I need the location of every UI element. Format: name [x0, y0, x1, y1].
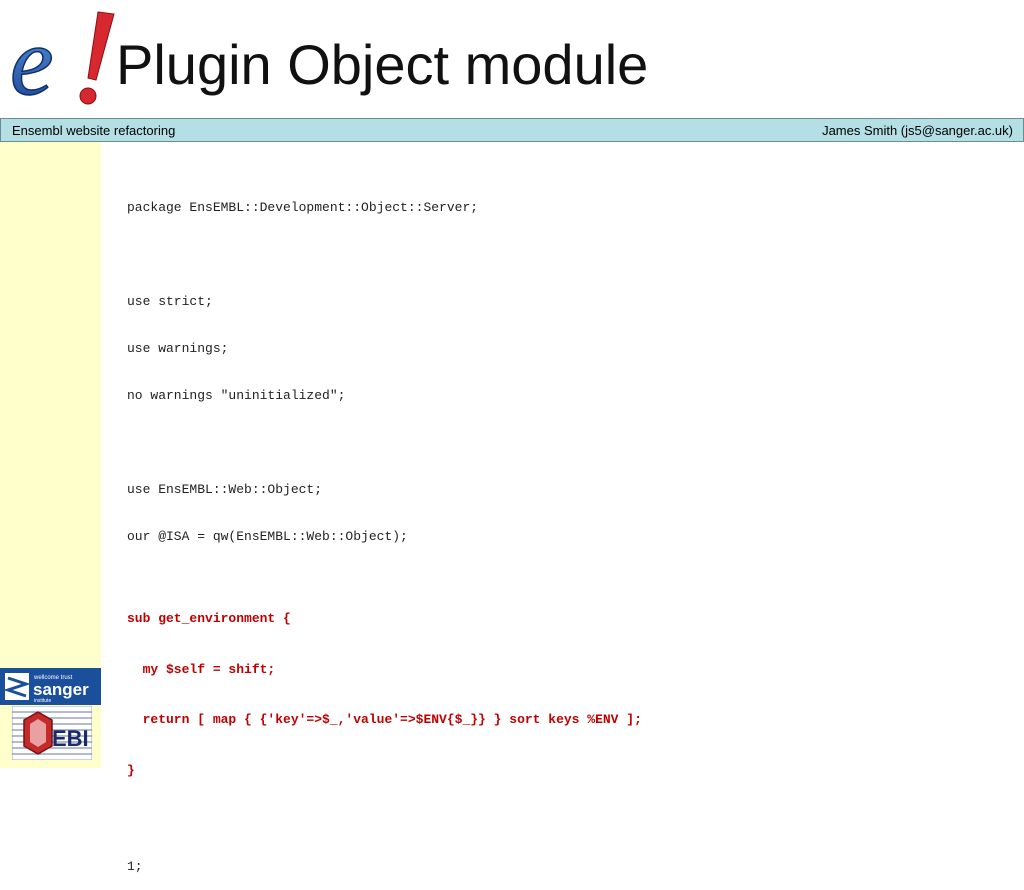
band-left-text: Ensembl website refactoring — [12, 123, 176, 138]
code-line: 1; — [127, 859, 143, 874]
sidebar — [0, 142, 101, 768]
svg-text:sanger: sanger — [33, 680, 89, 699]
code-line: our @ISA = qw(EnsEMBL::Web::Object); — [127, 529, 408, 544]
sanger-logo-icon: wellcome trust sanger institute — [0, 668, 101, 705]
code-block: package EnsEMBL::Development::Object::Se… — [127, 169, 642, 890]
ensembl-logo-icon: e — [10, 8, 115, 112]
code-line: use strict; — [127, 294, 213, 309]
code-line — [127, 811, 642, 828]
code-line: no warnings "uninitialized"; — [127, 388, 346, 403]
svg-text:EBI: EBI — [52, 726, 89, 751]
code-line: package EnsEMBL::Development::Object::Se… — [127, 200, 479, 215]
slide-title: Plugin Object module — [116, 33, 649, 96]
code-line — [127, 246, 642, 263]
ebi-logo-icon: EBI — [12, 706, 92, 760]
code-line — [127, 434, 642, 451]
code-line: use warnings; — [127, 341, 229, 356]
code-line-highlight: sub get_environment { — [127, 611, 291, 626]
code-line: use EnsEMBL::Web::Object; — [127, 482, 323, 497]
slide-band: Ensembl website refactoring James Smith … — [0, 118, 1024, 142]
slide-header: e Plugin Object module — [0, 0, 1024, 118]
code-line-highlight: } — [127, 762, 135, 778]
code-line-highlight: return [ map { {'key'=>$_,'value'=>$ENV{… — [127, 712, 642, 727]
svg-text:institute: institute — [34, 698, 51, 704]
band-right-text: James Smith (js5@sanger.ac.uk) — [822, 123, 1013, 138]
svg-text:wellcome trust: wellcome trust — [33, 675, 73, 681]
ensembl-logo-e: e — [10, 8, 54, 112]
code-line-highlight: my $self = shift; — [127, 661, 276, 677]
